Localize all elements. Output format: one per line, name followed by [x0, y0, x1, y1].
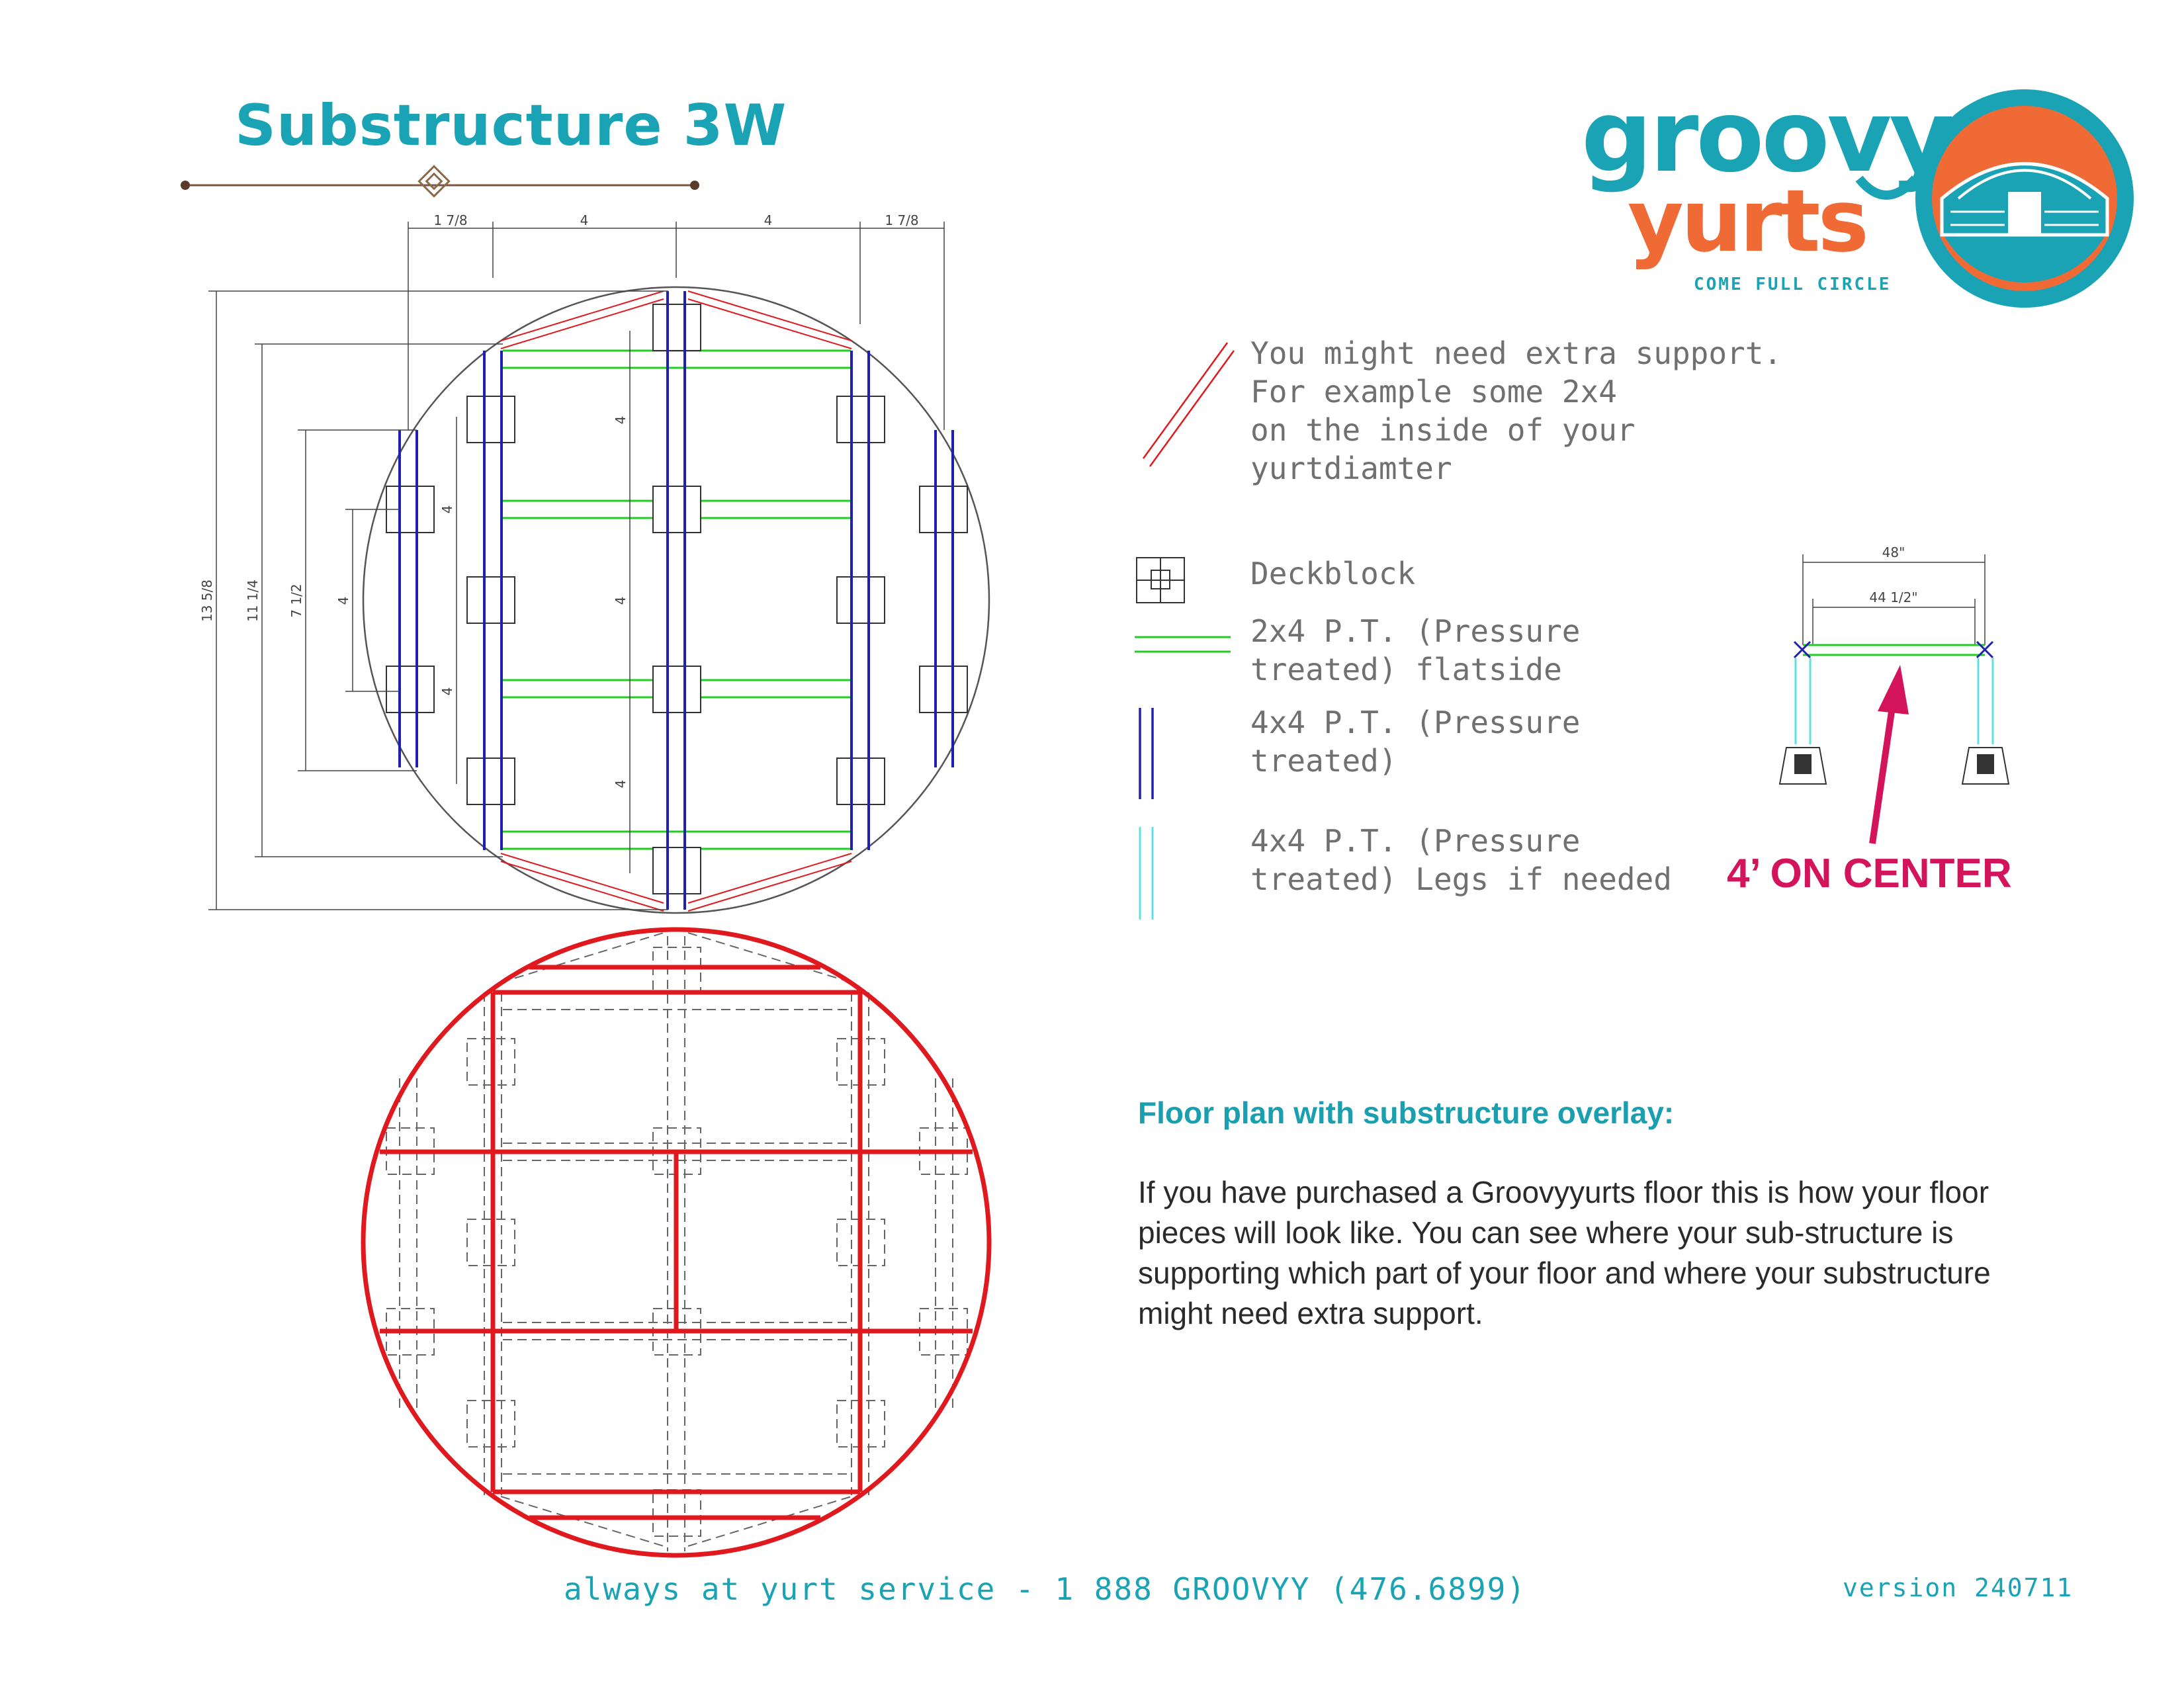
logo-tagline: COME FULL CIRCLE — [1694, 275, 1892, 294]
dim-spacing-d: 4 — [613, 597, 629, 605]
beams-4x4 — [398, 291, 954, 910]
legend-4x4-symbol — [1139, 708, 1154, 799]
dashed-substructure — [386, 932, 968, 1551]
floor-panel-seams — [361, 927, 992, 1558]
dim-top-2: 4 — [580, 212, 589, 228]
on-center-callout: 4’ ON CENTER — [1727, 851, 2012, 896]
legend-4x4-text: 4x4 P.T. (Pressure treated) — [1250, 705, 1581, 779]
page-title: Substructure 3W — [235, 93, 787, 159]
dim-spacing-b: 4 — [439, 687, 455, 696]
dim-top-3: 4 — [764, 212, 773, 228]
logo-word-yurts: yurts — [1628, 171, 1869, 271]
detail-outer-dim: 48" — [1882, 544, 1905, 560]
extra-support-lines — [500, 290, 852, 912]
on-center-detail: 48" 44 1/2" — [1778, 544, 2010, 844]
floor-overlay-plan — [361, 927, 992, 1558]
legend-extra-support-symbol — [1142, 342, 1235, 467]
dim-spacing-a: 4 — [439, 505, 455, 514]
legend-deckblock-icon — [1136, 557, 1185, 603]
footer-service-line: always at yurt service - 1 888 GROOVYY (… — [564, 1571, 1527, 1607]
dim-top-4: 1 7/8 — [885, 212, 918, 228]
version-label: version 240711 — [1843, 1573, 2074, 1602]
joists-2x4 — [503, 349, 851, 850]
dim-left-4: 4 — [335, 597, 351, 605]
dim-left-2: 11 1/4 — [245, 580, 261, 622]
dim-top-1: 1 7/8 — [433, 212, 467, 228]
detail-inner-dim: 44 1/2" — [1869, 589, 1917, 605]
floor-overlay-heading: Floor plan with substructure overlay: — [1138, 1096, 1675, 1130]
legend-deckblock-text: Deckblock — [1250, 556, 1416, 591]
dim-left-3: 7 1/2 — [288, 584, 304, 617]
logo-word-groovy: groovy — [1581, 79, 1954, 195]
dim-spacing-c: 4 — [613, 416, 629, 425]
legend-extra-support-text: You might need extra support. For exampl… — [1250, 335, 1782, 486]
floor-overlay-description: If you have purchased a Groovyyurts floo… — [1138, 1175, 1991, 1330]
dim-spacing-e: 4 — [613, 780, 629, 789]
legend-legs-text: 4x4 P.T. (Pressure treated) Legs if need… — [1250, 823, 1672, 897]
dim-left-1: 13 5/8 — [199, 580, 215, 622]
left-dimensions — [208, 290, 668, 910]
legend-legs-symbol — [1139, 827, 1154, 920]
substructure-plan: 1 7/8 4 4 1 7/8 13 5/8 11 1/4 7 1/2 4 4 … — [199, 212, 990, 914]
legend-2x4-symbol — [1135, 636, 1231, 653]
title-ornament — [181, 165, 699, 198]
top-dimensions — [408, 222, 945, 430]
groovy-yurts-logo-emblem — [1855, 89, 2134, 308]
legend-2x4-text: 2x4 P.T. (Pressure treated) flatside — [1250, 613, 1581, 687]
deckblocks — [386, 304, 968, 894]
